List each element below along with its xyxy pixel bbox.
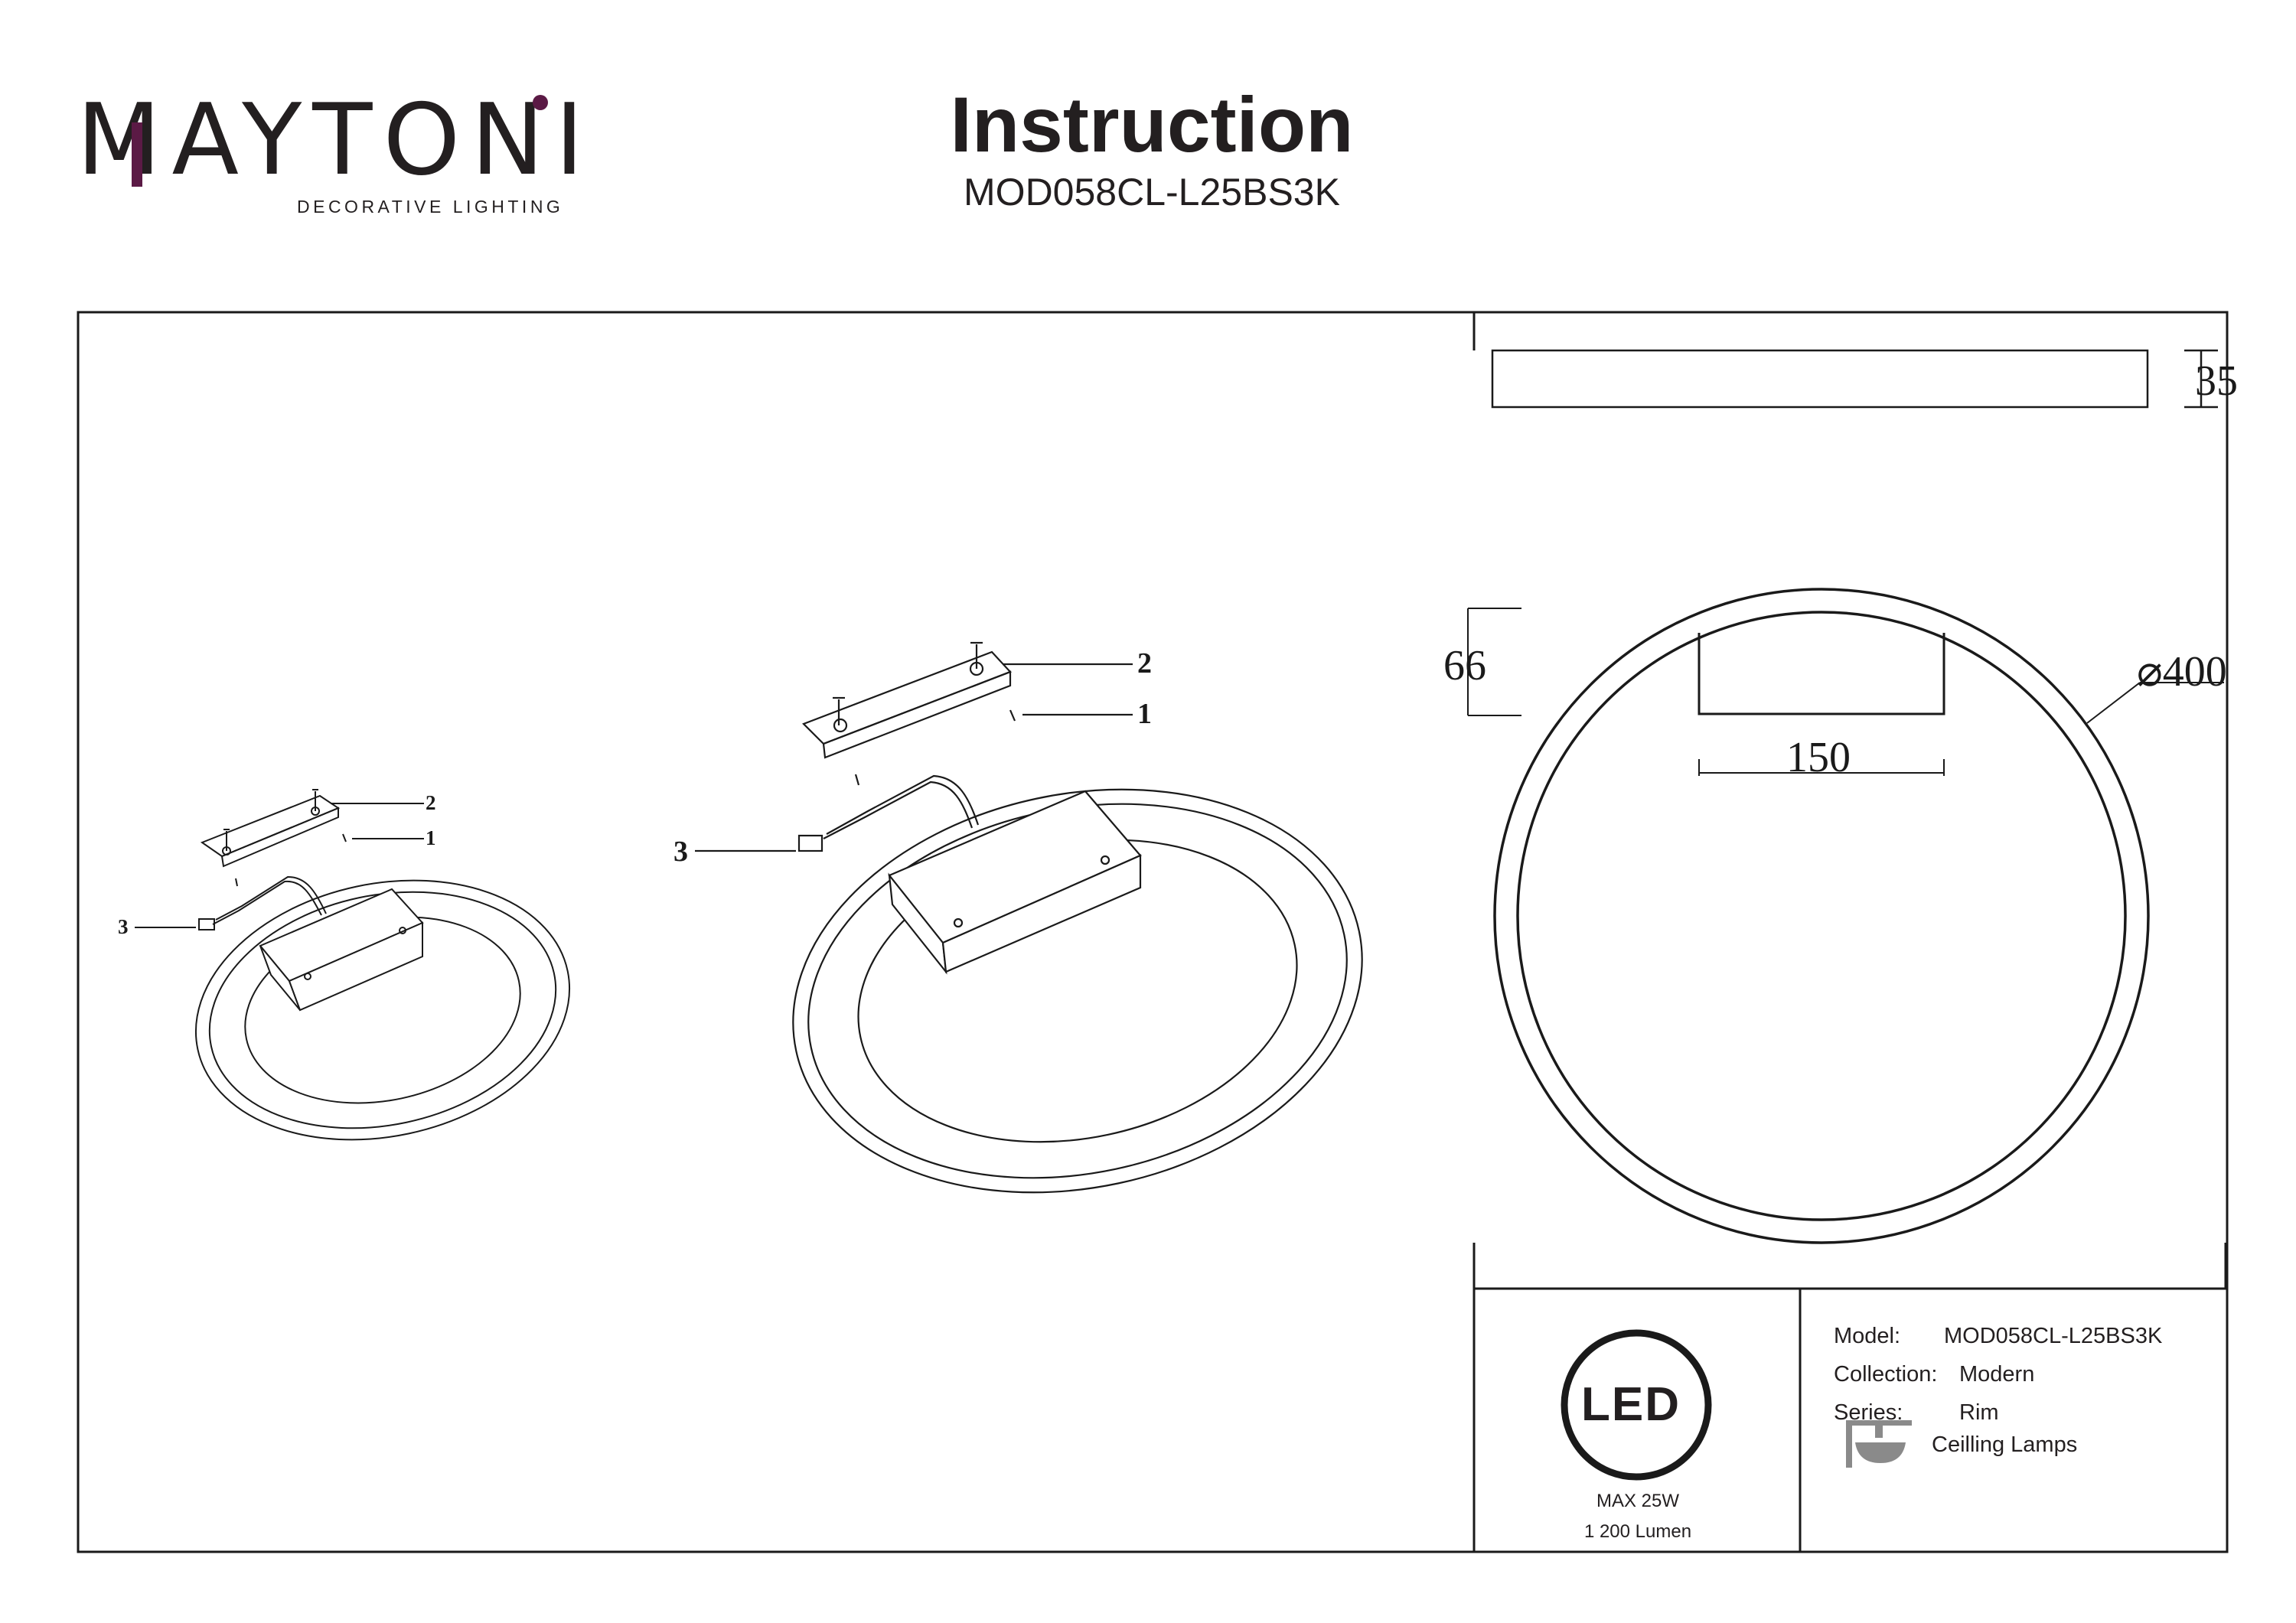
mounting-bracket-outline (1698, 633, 1945, 715)
callout-2-small: 2 (426, 791, 436, 814)
series-label: Series: (1834, 1400, 1903, 1425)
dimension-height: 35 (2195, 357, 2238, 405)
callout-3-small: 3 (118, 915, 129, 938)
led-logo-text: LED (1581, 1378, 1681, 1431)
model-value: MOD058CL-L25BS3K (1944, 1324, 2163, 1348)
dimension-bracket-width: 150 (1786, 734, 1851, 781)
top-view-ring (1493, 588, 2150, 1244)
model-subtitle: MOD058CL-L25BS3K (964, 171, 1340, 213)
callout-2-large: 2 (1137, 647, 1152, 680)
dimension-bracket-height: 66 (1443, 642, 1486, 689)
side-view (1491, 349, 2218, 409)
small-isometric-view (135, 789, 571, 1141)
callout-1-large: 1 (1137, 698, 1152, 730)
dimension-diameter: ⌀400 (2137, 648, 2227, 696)
collection-value: Modern (1959, 1362, 2035, 1387)
brand-accent-stem (132, 122, 142, 187)
brand-logo: MAYTONI (77, 83, 595, 197)
led-logo-ring (1561, 1329, 1712, 1481)
brand-tagline: DECORATIVE LIGHTING (297, 197, 564, 217)
large-isometric-view (695, 641, 1363, 1194)
luminous-flux: 1 200 Lumen (1583, 1521, 1692, 1542)
series-value: Rim (1959, 1400, 1999, 1425)
ceiling-lamp-icon (1846, 1420, 1912, 1468)
brand-accent-dot (533, 95, 548, 110)
callout-1-small: 1 (426, 826, 436, 849)
callout-3-large: 3 (673, 836, 688, 868)
max-power: MAX 25W (1596, 1491, 1680, 1511)
model-label: Model: (1834, 1324, 1901, 1348)
dimension-lines (1467, 608, 2224, 776)
drawing-frame (77, 311, 2229, 1553)
collection-label: Collection: (1834, 1362, 1938, 1387)
lamp-type-value: Ceilling Lamps (1932, 1432, 2078, 1457)
page-title: Instruction (950, 81, 1354, 168)
